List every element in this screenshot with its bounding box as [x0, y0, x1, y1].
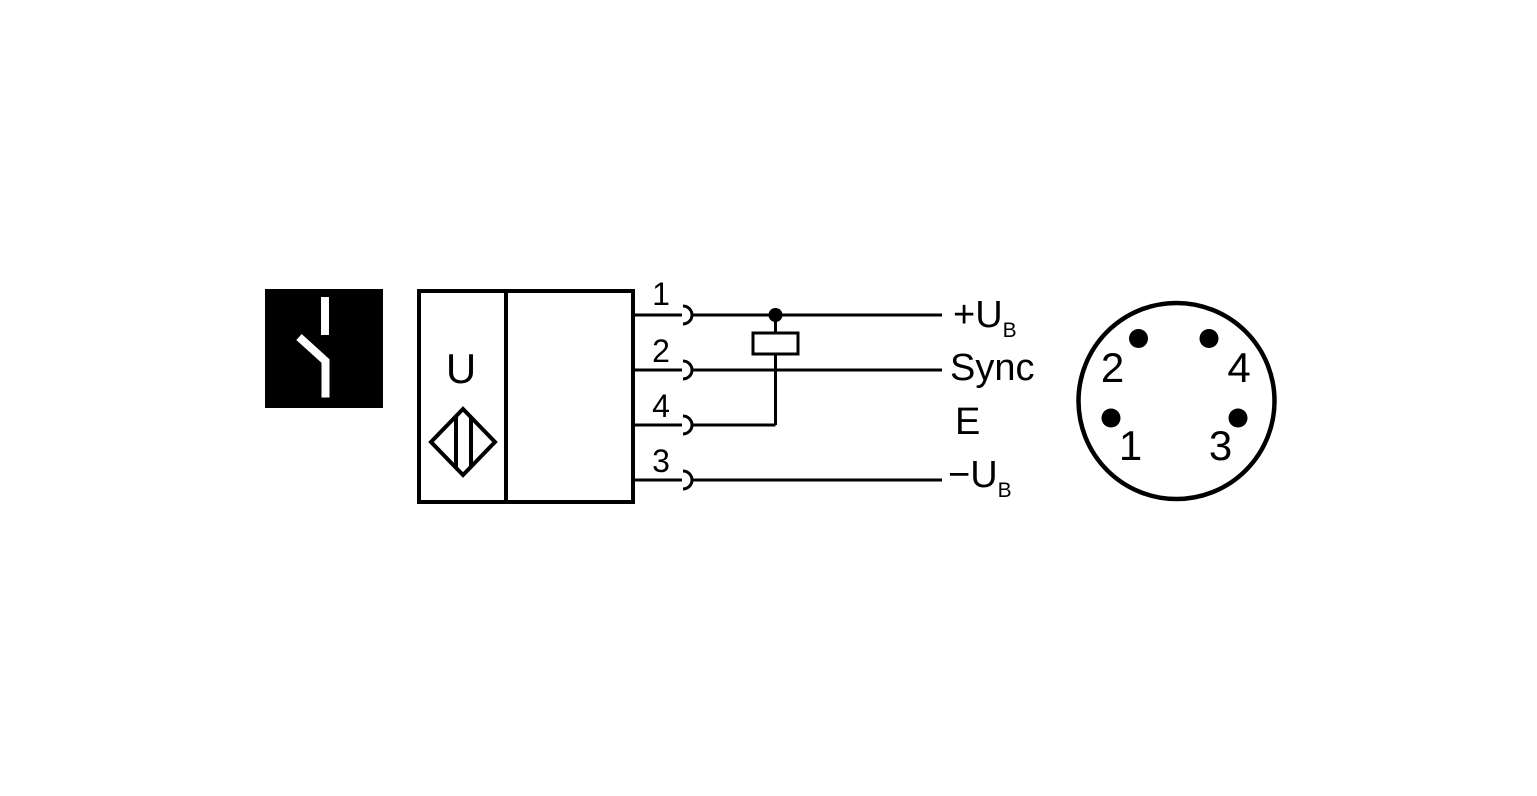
signal-label-ub-plus: +UB — [953, 294, 1017, 342]
connector-face: 2 4 1 3 — [1076, 300, 1277, 502]
pin-2: 2 — [633, 333, 942, 381]
connector-pin-number: 1 — [1119, 422, 1142, 469]
connector-pin-dot-2 — [1129, 329, 1148, 348]
signal-label-e: E — [955, 401, 980, 443]
connector-pin-number: 3 — [1209, 422, 1232, 469]
signal-main: +U — [953, 294, 1003, 336]
connector-socket-arc-icon — [682, 304, 694, 326]
connector-pin-dot-3 — [1228, 408, 1248, 428]
connector-pin-number: 2 — [1101, 344, 1124, 391]
connector-socket-arc-icon — [682, 469, 694, 491]
pin-number: 1 — [652, 276, 670, 312]
connector-outline — [1076, 300, 1277, 502]
sensor-body — [417, 289, 635, 504]
sync-load-branch — [751, 308, 800, 425]
signal-label-sync: Sync — [950, 347, 1034, 389]
output-type-icon — [265, 289, 383, 408]
normally-open-contact-icon — [296, 334, 330, 398]
pin-4: 4 — [633, 388, 776, 436]
signal-subscript: B — [998, 479, 1012, 502]
sensor-mode-letter: U — [446, 345, 476, 392]
connector-pin-number: 4 — [1227, 344, 1250, 391]
connector-socket-arc-icon — [682, 414, 694, 436]
diamond-outline — [428, 406, 498, 478]
signal-subscript: B — [1003, 319, 1017, 342]
connector-pin-dot-1 — [1101, 408, 1121, 428]
pin-number: 4 — [652, 388, 670, 424]
signal-main: −U — [948, 454, 998, 496]
pin-1: 1 — [633, 276, 942, 326]
resistor-symbol — [751, 331, 800, 356]
junction-dot — [768, 308, 783, 322]
ultrasonic-diamond-icon — [428, 406, 498, 478]
pin-3: 3 — [633, 443, 942, 491]
sensor-block: U — [417, 289, 635, 504]
connector-pin-dot-4 — [1199, 329, 1219, 348]
signal-label-ub-minus: −UB — [948, 454, 1012, 502]
connector-socket-arc-icon — [682, 359, 694, 381]
pin-number: 3 — [652, 443, 670, 479]
pin-number: 2 — [652, 333, 670, 369]
signal-labels: +UB Sync E −UB — [948, 294, 1034, 502]
